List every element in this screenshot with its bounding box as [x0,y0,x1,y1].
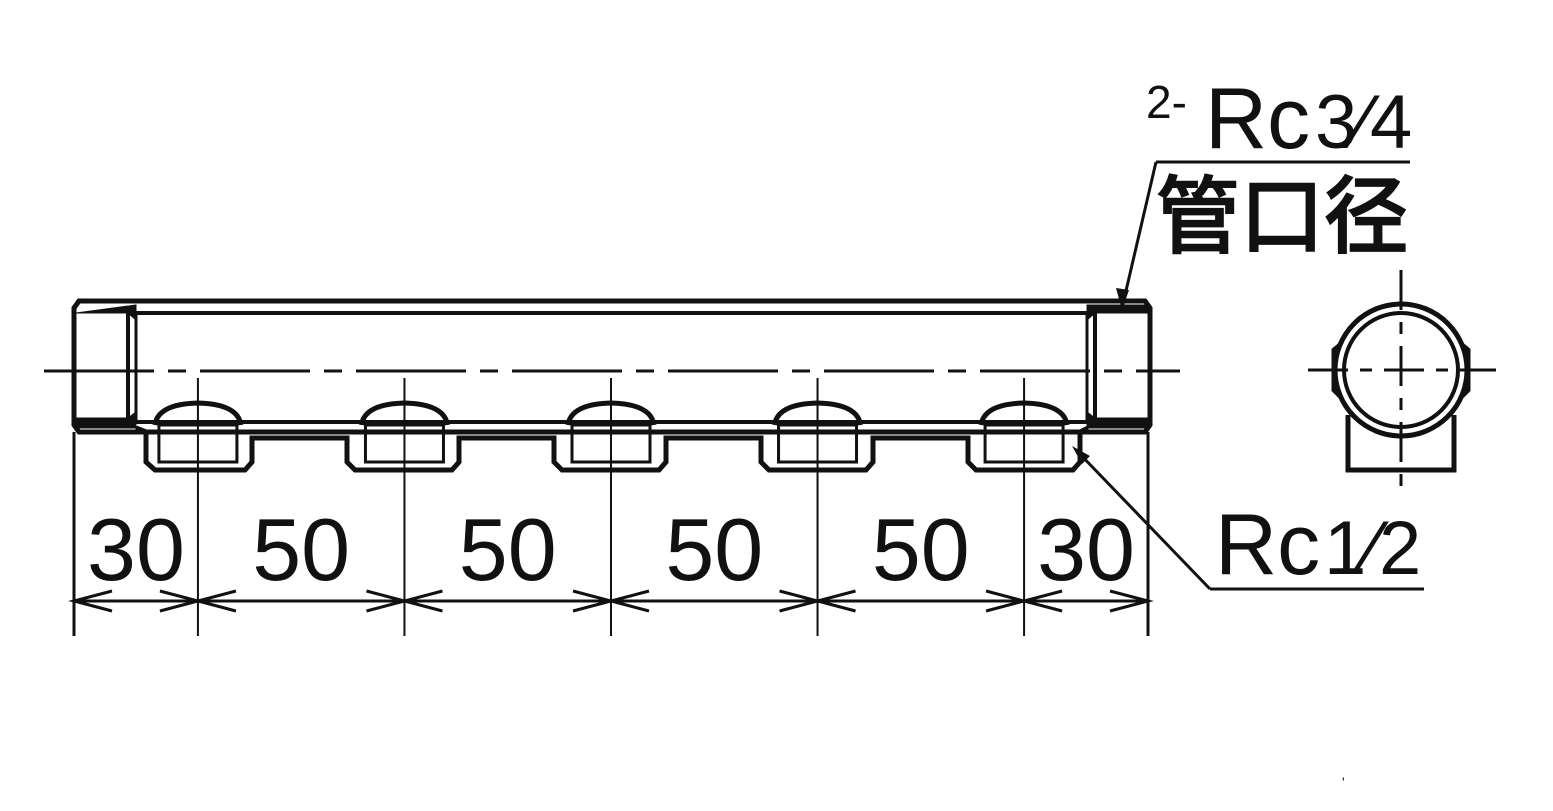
right-thread-hatch-top [1086,304,1149,322]
dimension-arrow [192,589,237,613]
dimension-arrow [398,589,443,613]
branch-outlets [152,378,1070,636]
end-port-count: 2- [1146,76,1187,128]
side-view-outlet-stem [1345,415,1457,473]
end-port-note: 2- Rc 3⁄4 管口径 [1116,71,1412,310]
left-thread-hatch-top [75,304,137,322]
end-port-fraction: 3⁄4 [1315,80,1412,165]
branch-port-note: Rc 1⁄2 [1072,446,1424,593]
dimension-value: 50 [459,500,557,599]
branch-port-fraction: 1⁄2 [1324,506,1421,591]
dimension-arrow [1018,589,1063,613]
pipe-side-view [1308,270,1496,496]
pipe-front-view [71,298,1153,473]
dimension-arrow [605,589,650,613]
side-view-right-lug [1460,343,1471,398]
end-port-thread: Rc [1205,71,1310,167]
dimension-arrow [1109,589,1154,613]
end-port-label: 管口径 [1156,168,1408,266]
dimension-value: 50 [252,500,350,599]
dimension-arrow [68,589,113,613]
side-view-inner-circle [1342,311,1460,429]
dimension-texts: 30 50 50 50 50 30 [87,500,1135,599]
branch-port-thread: Rc [1215,497,1320,593]
dimension-value: 30 [1037,500,1135,599]
side-view-left-lug [1331,343,1342,398]
dimension-value: 30 [87,500,185,599]
dimension-value: 50 [665,500,763,599]
branch-port-leader [1074,448,1212,591]
branch-outlet-bore [157,423,239,464]
branch-outlet-bore [570,423,652,464]
branch-outlet-bore [363,423,445,464]
right-thread-hatch-bottom [1086,411,1149,429]
dimension-arrow [811,589,856,613]
left-thread-hatch-bottom [75,411,137,429]
end-port-leader [1120,161,1158,309]
branch-outlet-bore [777,423,859,464]
branch-outlet-bore [983,423,1065,464]
branch-port-leader-arrow [1072,446,1090,464]
end-port-leader-arrow [1116,288,1129,310]
dimension-lines [68,432,1154,636]
dimension-value: 50 [872,500,970,599]
stray-mark: ' [1342,774,1345,790]
